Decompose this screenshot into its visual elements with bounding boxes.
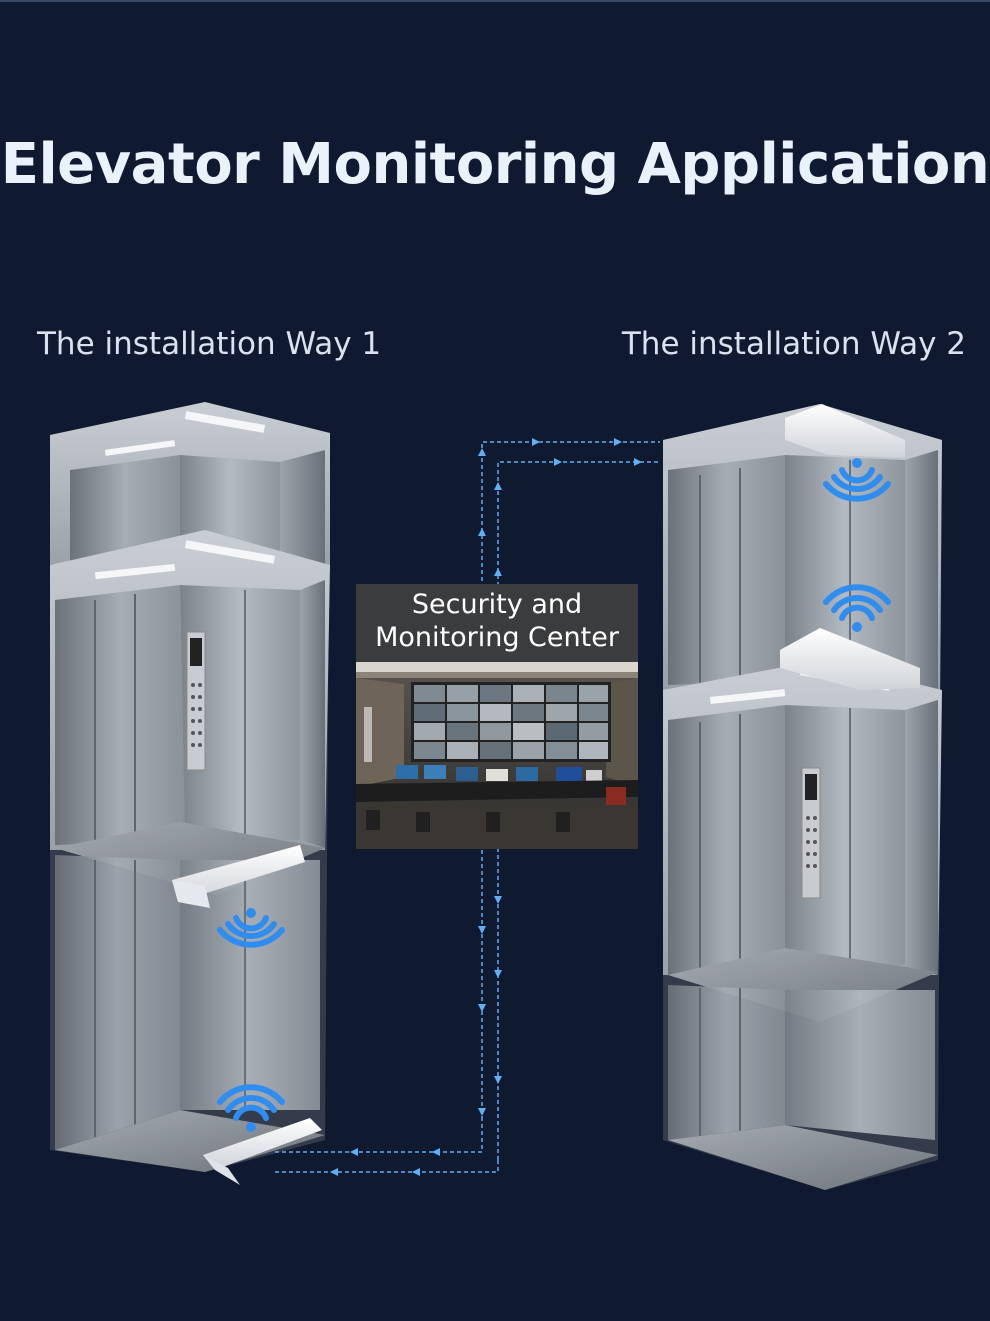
top-border bbox=[0, 0, 990, 2]
cpe-device-pit-floor bbox=[203, 1118, 322, 1185]
link-arrow-icon bbox=[330, 438, 642, 1176]
wifi-signal-icon bbox=[823, 584, 891, 632]
installation-way-2-label: The installation Way 2 bbox=[621, 326, 966, 362]
center-title-line-2: Monitoring Center bbox=[375, 622, 619, 653]
wifi-signal-icon bbox=[217, 1084, 285, 1132]
installation-way-1-label: The installation Way 1 bbox=[37, 326, 382, 362]
cpe-device-shaft-top bbox=[785, 404, 905, 458]
wifi-signal-icon bbox=[217, 908, 285, 948]
page-title: Elevator Monitoring Application bbox=[0, 132, 990, 197]
cpe-device-under-car bbox=[172, 845, 305, 908]
network-link-lines bbox=[275, 441, 660, 1173]
elevator-shaft-way-1 bbox=[50, 402, 330, 1172]
monitoring-center-panel: Security and Monitoring Center bbox=[356, 584, 638, 849]
center-title-line-1: Security and bbox=[411, 589, 583, 620]
monitoring-room-photo bbox=[356, 662, 638, 849]
wifi-signal-icon bbox=[823, 458, 891, 502]
cpe-device-car-roof bbox=[780, 628, 920, 690]
monitoring-center-title: Security and Monitoring Center bbox=[356, 588, 638, 654]
elevator-shaft-way-2 bbox=[663, 404, 942, 1190]
